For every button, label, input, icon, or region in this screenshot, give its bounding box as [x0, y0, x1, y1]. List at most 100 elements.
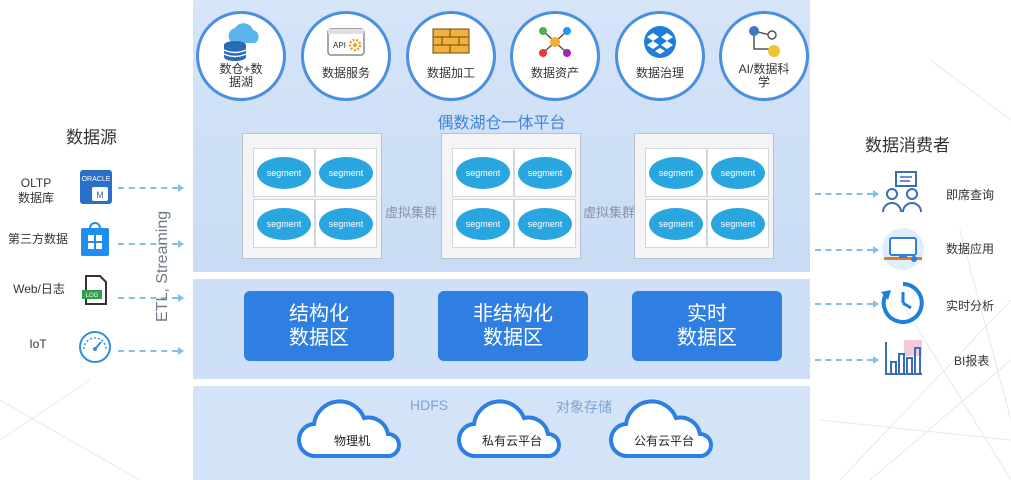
zone-line1: 结构化	[289, 303, 349, 325]
segment-cell: segment	[645, 199, 707, 248]
users-query-icon	[882, 171, 922, 213]
unstructured-data-zone[interactable]: 非结构化 数据区	[438, 291, 588, 361]
service-label: 数据服务	[321, 66, 370, 80]
cloud-database-icon	[223, 23, 259, 61]
source-arrow-line	[118, 350, 178, 352]
brick-wall-icon	[432, 28, 470, 54]
cloud-public-platform[interactable]: 公有云平台	[608, 398, 720, 462]
log-file-icon: LOG	[82, 275, 107, 305]
consumer-arrow-line	[815, 193, 873, 195]
source-arrow-head	[178, 294, 184, 302]
source-label-thirdparty: 第三方数据	[7, 232, 68, 246]
consumer-label-adhoc-query: 即席查询	[946, 188, 995, 202]
cloud-label: 物理机	[334, 434, 370, 448]
service-data-service[interactable]: API 数据服务	[301, 11, 391, 101]
structured-data-zone[interactable]: 结构化 数据区	[244, 291, 394, 361]
service-data-processing[interactable]: 数据加工	[406, 11, 496, 101]
svg-text:LOG: LOG	[86, 293, 99, 299]
consumer-arrow-head	[873, 356, 879, 364]
oracle-database-icon: ORACLE M	[80, 170, 112, 204]
svg-text:M: M	[96, 190, 104, 200]
segment-node: segment	[319, 207, 373, 240]
segment-cell: segment	[253, 199, 315, 248]
dropbox-icon	[644, 26, 676, 58]
source-arrow-head	[178, 184, 184, 192]
virtual-cluster-label: 虚拟集群	[385, 205, 438, 220]
network-nodes-icon	[539, 27, 571, 57]
segment-node: segment	[257, 156, 311, 189]
cloud-physical-machine[interactable]: 物理机	[296, 398, 408, 462]
cluster-1: segment segment segment segment	[242, 133, 382, 259]
segment-node: segment	[456, 207, 510, 240]
segment-cell: segment	[645, 148, 707, 197]
bar-chart-icon	[885, 340, 922, 375]
consumer-label-data-app: 数据应用	[946, 242, 995, 256]
service-ai-datascience[interactable]: AI/数据科 学	[719, 11, 809, 101]
segment-cell: segment	[452, 199, 514, 248]
cloud-private-platform[interactable]: 私有云平台	[456, 398, 568, 462]
consumer-arrow-head	[873, 300, 879, 308]
cloud-label: 公有云平台	[634, 433, 694, 448]
segment-cell: segment	[514, 148, 576, 197]
consumer-label-bi-report: BI报表	[954, 354, 990, 368]
consumer-arrow-head	[873, 190, 879, 198]
realtime-data-zone[interactable]: 实时 数据区	[632, 291, 782, 361]
zone-line1: 非结构化	[473, 303, 553, 325]
etl-streaming-label: ETL, Streaming	[154, 210, 171, 322]
segment-cell: segment	[452, 148, 514, 197]
service-label: 数仓+数 据湖	[219, 62, 263, 89]
zone-line2: 数据区	[289, 327, 349, 349]
windows-store-icon	[81, 222, 109, 256]
segment-node: segment	[518, 207, 572, 240]
segment-cell: segment	[315, 148, 377, 197]
zone-line1: 实时	[687, 303, 727, 325]
ai-nodes-icon	[749, 26, 780, 57]
source-label-oltp: OLTP 数据库	[17, 176, 54, 205]
source-arrow-head	[178, 240, 184, 248]
svg-text:API: API	[333, 41, 346, 50]
consumer-label-realtime-analysis: 实时分析	[946, 299, 995, 313]
source-label-iot: IoT	[29, 337, 47, 351]
service-label: 数据资产	[530, 66, 579, 80]
source-arrow-line	[118, 187, 178, 189]
segment-cell: segment	[315, 199, 377, 248]
hdfs-label: HDFS	[410, 397, 449, 413]
desktop-app-icon	[882, 228, 924, 270]
consumer-arrow-line	[815, 359, 873, 361]
service-datawarehouse-datalake[interactable]: 数仓+数 据湖	[196, 11, 286, 101]
segment-cell: segment	[707, 199, 769, 248]
object-storage-label: 对象存储	[556, 399, 612, 415]
service-data-assets[interactable]: 数据资产	[510, 11, 600, 101]
gauge-icon	[79, 331, 111, 363]
segment-node: segment	[257, 207, 311, 240]
zone-line2: 数据区	[677, 327, 737, 349]
segment-cell: segment	[253, 148, 315, 197]
sources-title: 数据源	[66, 128, 117, 147]
service-label: 数据治理	[635, 66, 684, 80]
service-label: AI/数据科 学	[738, 62, 790, 89]
segment-node: segment	[319, 156, 373, 189]
segment-node: segment	[518, 156, 572, 189]
cloud-label: 私有云平台	[482, 433, 542, 448]
segment-cell: segment	[514, 199, 576, 248]
source-arrow-line	[118, 297, 178, 299]
zone-line2: 数据区	[483, 327, 543, 349]
virtual-cluster-label: 虚拟集群	[583, 205, 636, 220]
source-label-weblog: Web/日志	[13, 282, 65, 296]
service-label: 数据加工	[426, 66, 475, 80]
realtime-clock-icon	[881, 282, 924, 324]
api-gear-icon: API	[327, 28, 365, 56]
segment-node: segment	[711, 156, 765, 189]
segment-node: segment	[456, 156, 510, 189]
svg-text:ORACLE: ORACLE	[82, 176, 111, 183]
consumer-arrow-line	[815, 249, 873, 251]
consumer-arrow-head	[873, 246, 879, 254]
platform-title: 偶数湖仓一体平台	[437, 115, 566, 132]
segment-node: segment	[649, 156, 703, 189]
segment-node: segment	[711, 207, 765, 240]
source-arrow-line	[118, 243, 178, 245]
source-arrow-head	[178, 347, 184, 355]
segment-cell: segment	[707, 148, 769, 197]
cluster-3: segment segment segment segment	[634, 133, 774, 259]
service-data-governance[interactable]: 数据治理	[615, 11, 705, 101]
